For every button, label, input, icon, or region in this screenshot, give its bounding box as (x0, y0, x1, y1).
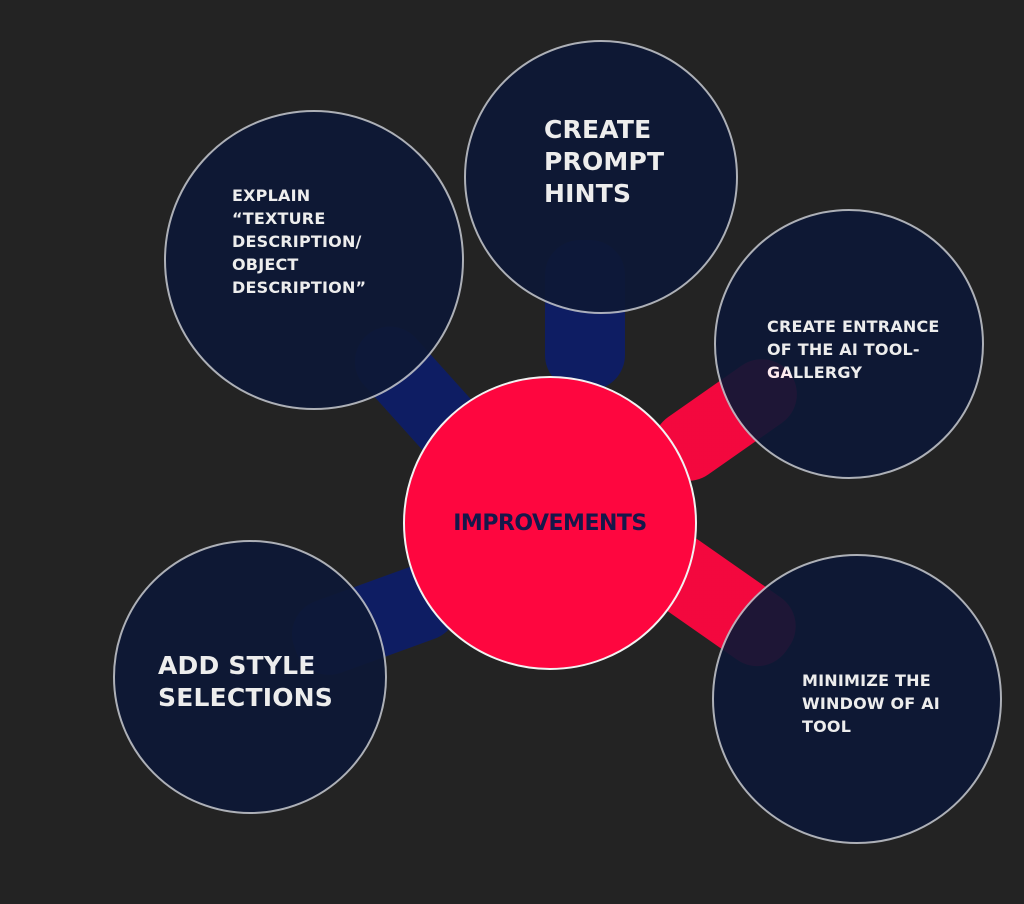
node-style-label: ADD STYLE SELECTIONS (158, 651, 333, 712)
node-explain-texture-description: EXPLAIN “TEXTURE DESCRIPTION/ OBJECT DES… (164, 110, 464, 410)
hub-label: IMPROVEMENTS (453, 510, 647, 536)
node-minimize-label: MINIMIZE THE WINDOW OF AI TOOL (802, 671, 940, 736)
node-prompt-label: CREATE PROMPT HINTS (544, 115, 665, 208)
node-minimize-window: MINIMIZE THE WINDOW OF AI TOOL (712, 554, 1002, 844)
node-create-entrance-gallery: CREATE ENTRANCE OF THE AI TOOL- GALLERGY (714, 209, 984, 479)
node-explain-label: EXPLAIN “TEXTURE DESCRIPTION/ OBJECT DES… (232, 186, 367, 297)
node-improvements-hub: IMPROVEMENTS (403, 376, 697, 670)
node-gallery-label: CREATE ENTRANCE OF THE AI TOOL- GALLERGY (767, 317, 940, 382)
node-add-style-selections: ADD STYLE SELECTIONS (113, 540, 387, 814)
node-create-prompt-hints: CREATE PROMPT HINTS (464, 40, 738, 314)
